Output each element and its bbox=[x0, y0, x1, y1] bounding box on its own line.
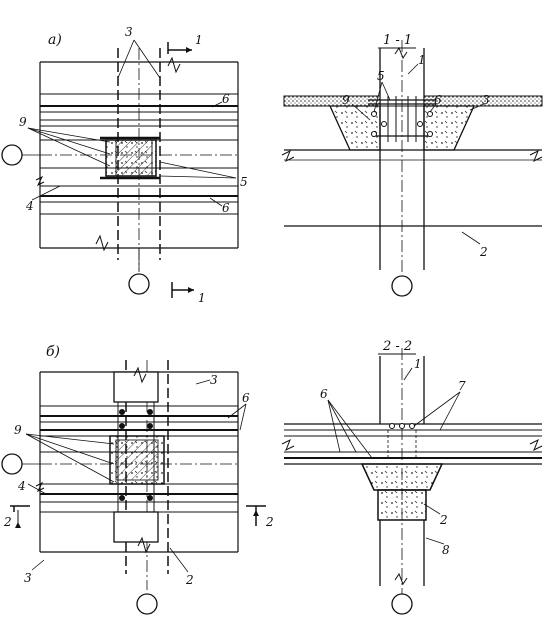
axis-bubble-icon bbox=[391, 275, 413, 297]
label-9: 9 bbox=[19, 115, 27, 129]
panel-a-plan: а) bbox=[1, 25, 248, 305]
label-6-bottom: 6 bbox=[222, 201, 230, 215]
label-4: 4 bbox=[25, 199, 34, 213]
s22-label-7: 7 bbox=[458, 379, 466, 393]
s11-label-9: 9 bbox=[342, 93, 350, 107]
section-marker-right: 2 bbox=[265, 515, 274, 529]
b-label-3-bottom: 3 bbox=[24, 571, 32, 585]
section-1-1: 1 - 1 1 bbox=[281, 33, 543, 297]
axis-bubble-icon bbox=[128, 273, 150, 295]
s11-label-3: 3 bbox=[482, 93, 490, 107]
section-1-1-title: 1 - 1 bbox=[383, 33, 412, 48]
b-label-3-top: 3 bbox=[210, 373, 218, 387]
section-2-2-title: 2 - 2 bbox=[382, 339, 412, 354]
label-6-top: 6 bbox=[222, 92, 230, 106]
s11-label-5: 5 bbox=[377, 69, 385, 83]
s11-label-6: 6 bbox=[434, 93, 442, 107]
axis-bubble-icon bbox=[391, 593, 413, 615]
panel-a-letter: а) bbox=[48, 32, 62, 48]
section-2-2: 2 - 2 1 6 bbox=[281, 339, 543, 615]
section-marker-top: 1 bbox=[195, 33, 203, 47]
section-marker-bottom: 1 bbox=[198, 291, 206, 305]
label-3: 3 bbox=[125, 25, 133, 39]
s22-label-2: 2 bbox=[439, 513, 448, 527]
b-label-6: 6 bbox=[242, 391, 250, 405]
b-label-9: 9 bbox=[14, 423, 22, 437]
b-label-4: 4 bbox=[17, 479, 26, 493]
s22-label-6: 6 bbox=[320, 387, 328, 401]
s11-label-2: 2 bbox=[479, 245, 488, 259]
s22-label-8: 8 bbox=[442, 543, 450, 557]
s11-label-1: 1 bbox=[418, 53, 426, 67]
panel-b-letter: б) bbox=[46, 344, 60, 360]
axis-bubble-icon bbox=[1, 144, 23, 166]
s22-label-1: 1 bbox=[414, 357, 422, 371]
section-marker-left: 2 bbox=[3, 515, 12, 529]
axis-bubble-icon bbox=[136, 593, 158, 615]
axis-bubble-icon bbox=[1, 453, 23, 475]
b-label-2: 2 bbox=[185, 573, 194, 587]
label-5: 5 bbox=[240, 175, 248, 189]
panel-b-plan: б) bbox=[1, 344, 274, 615]
